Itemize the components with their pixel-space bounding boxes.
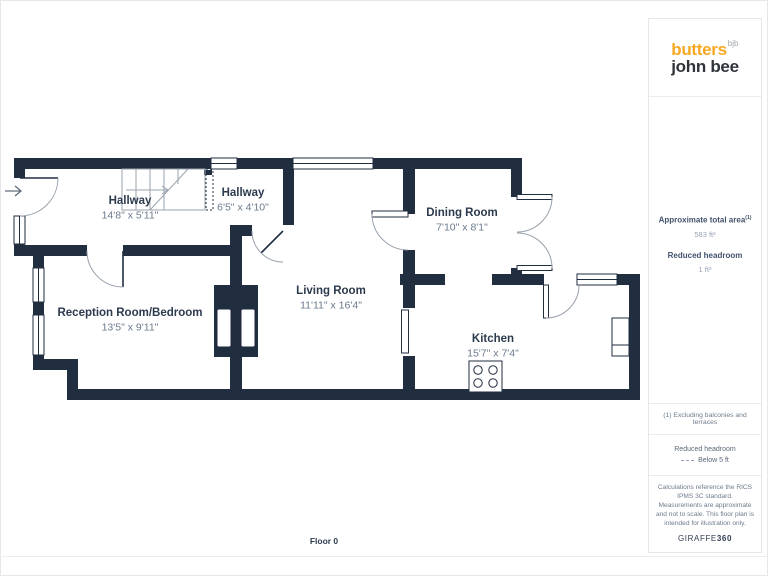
window bbox=[13, 157, 618, 356]
room-labels: Hallway 14'8" x 5'11" Hallway 6'5" x 4'10" D… bbox=[57, 187, 519, 360]
reduced-headroom-legend: Reduced headroom Below 5 ft bbox=[649, 434, 761, 475]
sink-icon bbox=[611, 317, 630, 357]
brand-bjb: bjb bbox=[727, 39, 739, 49]
room-label: Living Room bbox=[296, 285, 366, 297]
total-area-label-text: Approximate total area bbox=[658, 215, 746, 225]
doors bbox=[19, 177, 580, 354]
room-label: Hallway bbox=[222, 187, 265, 199]
room-label: Dining Room bbox=[426, 207, 498, 219]
brand-logo: buttersbjb john bee bbox=[649, 19, 761, 97]
reduced-headroom-area bbox=[205, 169, 214, 211]
brand-butters: butters bbox=[671, 40, 727, 60]
total-area-value: 583 ft² bbox=[694, 229, 716, 239]
footer-divider bbox=[0, 556, 768, 557]
legend-row: Below 5 ft bbox=[681, 457, 729, 464]
reduced-headroom-value: 1 ft² bbox=[698, 264, 712, 274]
stove-icon bbox=[468, 360, 503, 393]
fireplace-alcoves bbox=[216, 308, 256, 348]
room-label: Kitchen bbox=[472, 333, 514, 345]
excluding-note: (1) Excluding balconies and terraces bbox=[649, 403, 761, 434]
legend-item-label: Below 5 ft bbox=[698, 457, 729, 464]
room-dimensions: 13'5" x 9'11" bbox=[102, 322, 159, 334]
brand-johnbee: john bee bbox=[671, 56, 739, 76]
sidebar: buttersbjb john bee Approximate total ar… bbox=[648, 18, 762, 553]
staircase bbox=[121, 168, 206, 211]
disclaimer-text: Calculations reference the RICS IPMS 3C … bbox=[655, 484, 755, 527]
dashed-line-icon bbox=[681, 460, 695, 461]
total-area-label: Approximate total area(1) bbox=[649, 215, 761, 225]
room-dimensions: 11'11" x 16'4" bbox=[300, 300, 362, 312]
walls bbox=[14, 158, 640, 400]
room-label: Hallway bbox=[109, 195, 152, 207]
disclaimer-section: Calculations reference the RICS IPMS 3C … bbox=[649, 475, 761, 552]
giraffe360-logo-normal: GIRAFFE bbox=[677, 534, 717, 544]
floor-label: Floor 0 bbox=[309, 536, 339, 546]
reduced-headroom-label: Reduced headroom bbox=[667, 250, 743, 260]
room-label: Reception Room/Bedroom bbox=[57, 307, 202, 319]
giraffe360-logo: GIRAFFE360 bbox=[655, 534, 755, 543]
entrance-arrow-icon bbox=[5, 185, 22, 197]
room-dimensions: 6'5" x 4'10" bbox=[217, 202, 269, 214]
area-summary: Approximate total area(1) 583 ft² Reduce… bbox=[649, 97, 761, 403]
room-dimensions: 15'7" x 7'4" bbox=[467, 348, 519, 360]
total-area-footnote-marker: (1) bbox=[745, 215, 752, 221]
giraffe360-logo-bold: 360 bbox=[716, 534, 733, 544]
room-dimensions: 14'8" x 5'11" bbox=[102, 210, 159, 222]
room-dimensions: 7'10" x 8'1" bbox=[436, 222, 488, 234]
legend-title: Reduced headroom bbox=[674, 446, 736, 453]
